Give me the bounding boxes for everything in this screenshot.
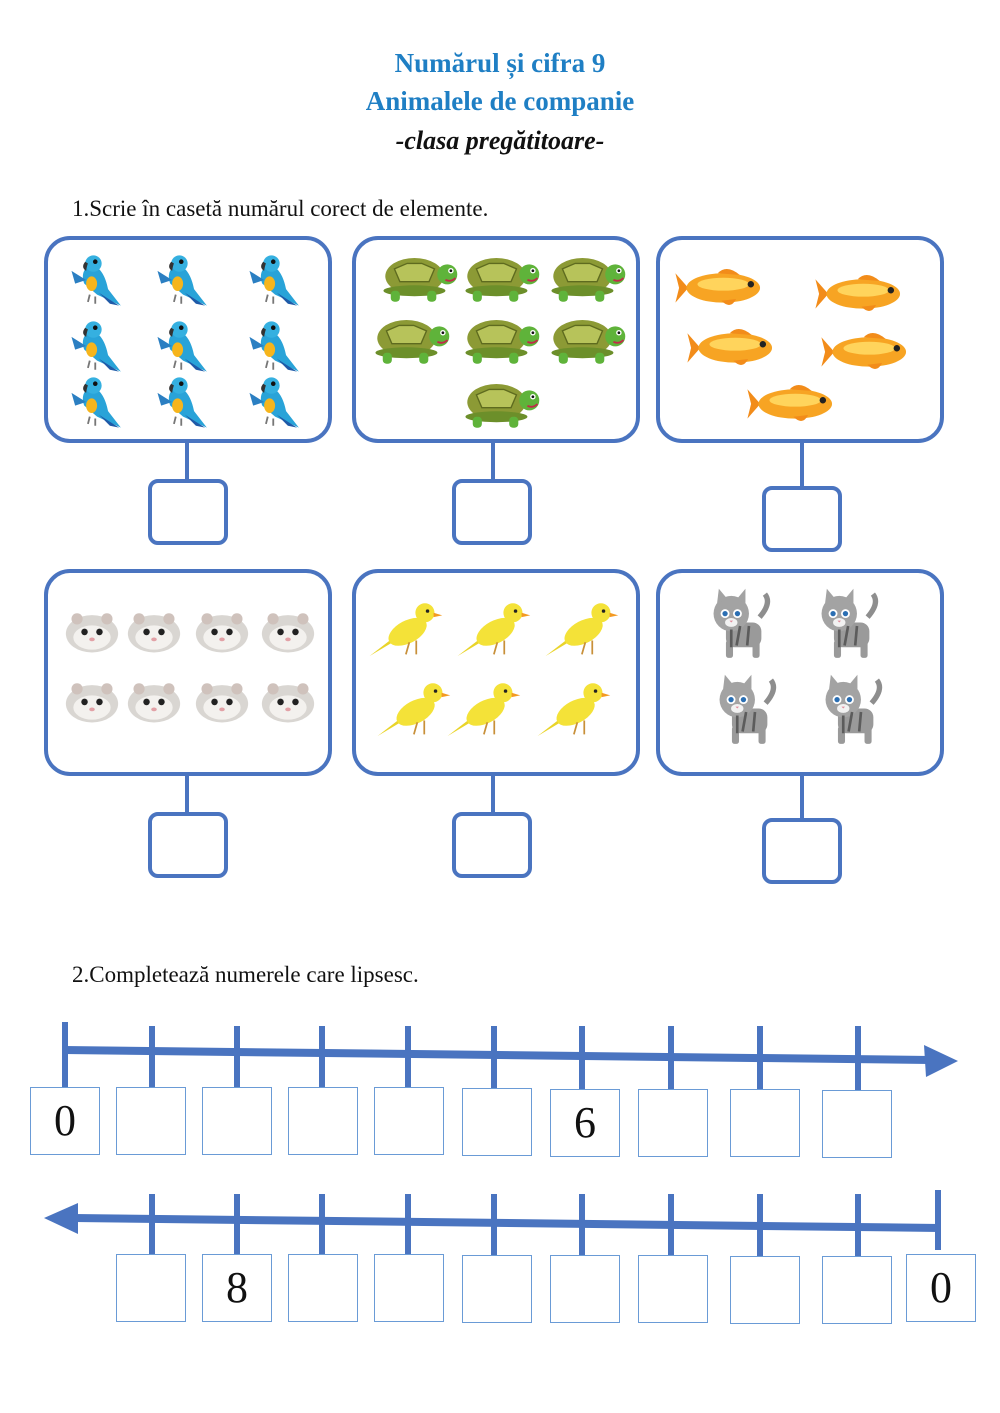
connector-line (491, 774, 495, 812)
number-line-forward-box-10[interactable] (822, 1090, 892, 1158)
number-line-backward-box-4[interactable] (374, 1254, 444, 1322)
number-line-forward-box-7: 6 (550, 1089, 620, 1157)
connector-line (800, 441, 804, 486)
exercise-2-instruction: 2.Completează numerele care lipsesc. (72, 962, 419, 987)
picture-panel-cat (656, 569, 944, 776)
answer-box-cat[interactable] (762, 818, 842, 884)
picture-panel-turtle (352, 236, 640, 443)
number-line-forward-box-3[interactable] (202, 1087, 272, 1155)
number-line-forward (62, 1022, 958, 1090)
number-line-forward-box-5[interactable] (374, 1087, 444, 1155)
number-line-forward-box-4[interactable] (288, 1087, 358, 1155)
number-line-backward-box-10: 0 (906, 1254, 976, 1322)
answer-box-goldfish[interactable] (762, 486, 842, 552)
number-line-backward-box-7[interactable] (638, 1255, 708, 1323)
answer-box-parrot[interactable] (148, 479, 228, 545)
connector-line (491, 441, 495, 479)
picture-panel-parrot (44, 236, 332, 443)
connector-line (800, 774, 804, 818)
number-line-forward-box-8[interactable] (638, 1089, 708, 1157)
number-line-backward-box-6[interactable] (550, 1255, 620, 1323)
exercise-1-instruction: 1.Scrie în casetă numărul corect de elem… (72, 196, 489, 221)
worksheet-grade: -clasa pregătitoare- (395, 126, 605, 155)
number-line-backward-box-1[interactable] (116, 1254, 186, 1322)
number-line-backward (44, 1190, 941, 1256)
worksheet-topic: Animalele de companie (365, 86, 635, 116)
connector-line (185, 774, 189, 812)
number-line-backward-axis (73, 1214, 941, 1232)
number-line-forward-box-6[interactable] (462, 1088, 532, 1156)
picture-panel-canary (352, 569, 640, 776)
number-line-forward-box-2[interactable] (116, 1087, 186, 1155)
arrow-right-icon (924, 1045, 958, 1077)
picture-panel-goldfish (656, 236, 944, 443)
connector-line (185, 441, 189, 479)
arrow-left-icon (44, 1203, 78, 1234)
answer-box-hamster[interactable] (148, 812, 228, 878)
number-line-backward-box-8[interactable] (730, 1256, 800, 1324)
number-line-forward-box-9[interactable] (730, 1089, 800, 1157)
number-line-backward-box-2: 8 (202, 1254, 272, 1322)
number-line-forward-box-1: 0 (30, 1087, 100, 1155)
number-line-backward-box-3[interactable] (288, 1254, 358, 1322)
picture-panel-hamster (44, 569, 332, 776)
number-line-backward-box-9[interactable] (822, 1256, 892, 1324)
answer-box-canary[interactable] (452, 812, 532, 878)
number-line-backward-box-5[interactable] (462, 1255, 532, 1323)
worksheet-title: Numărul și cifra 9 (394, 48, 606, 78)
answer-box-turtle[interactable] (452, 479, 532, 545)
